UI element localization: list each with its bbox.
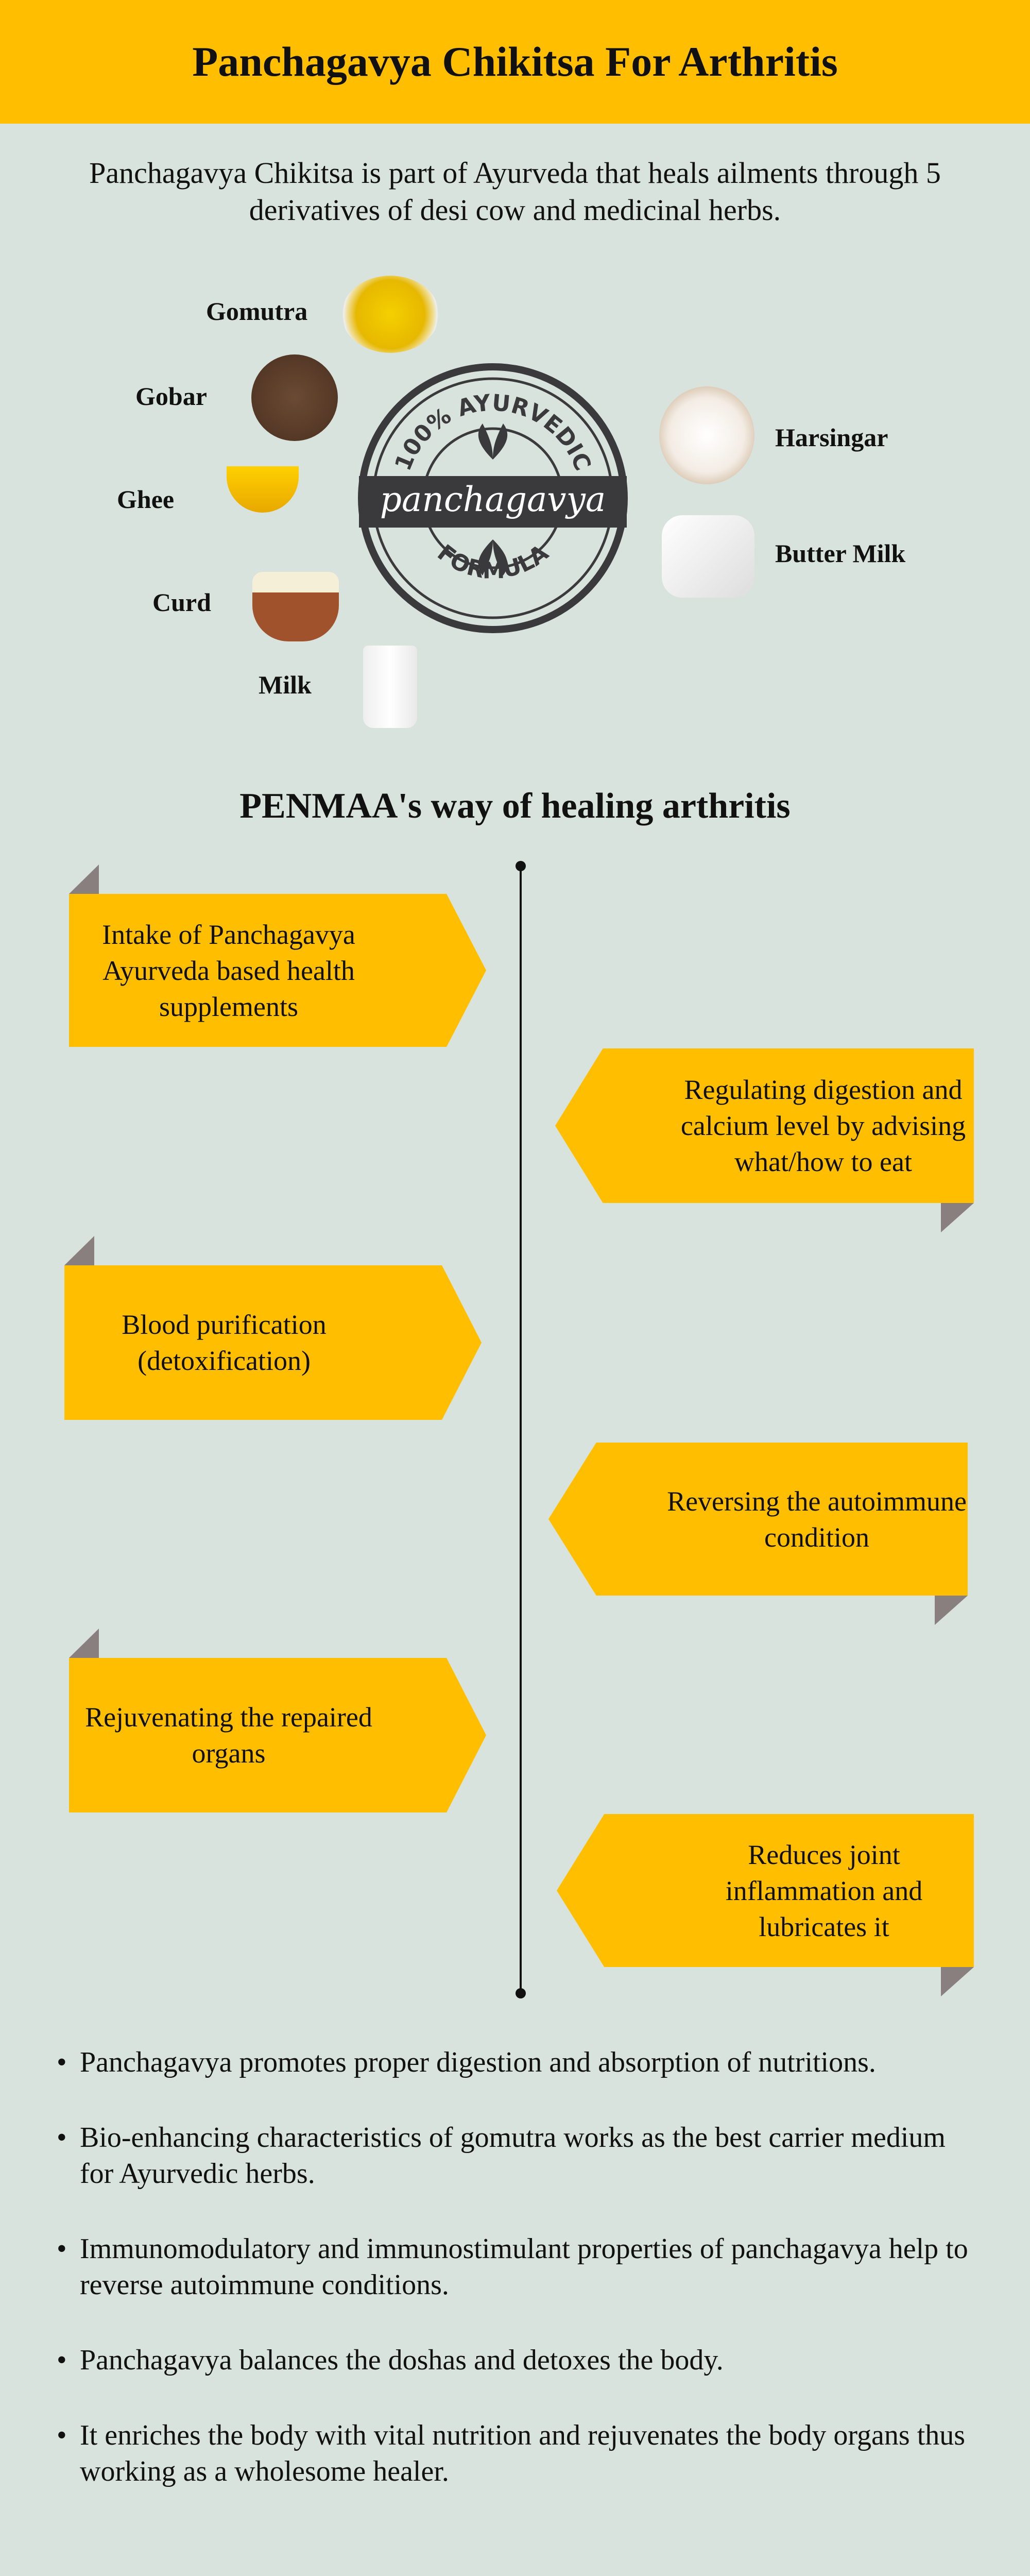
timeline-end-dot bbox=[516, 1988, 526, 1998]
buttermilk-image bbox=[662, 515, 754, 598]
label-harsingar: Harsingar bbox=[775, 423, 888, 452]
label-ghee: Ghee bbox=[117, 485, 175, 514]
ribbon-flap bbox=[69, 1629, 99, 1658]
gobar-image bbox=[251, 354, 338, 441]
svg-text:panchagavya: panchagavya bbox=[380, 480, 606, 519]
title-banner: Panchagavya Chikitsa For Arthritis bbox=[0, 0, 1030, 124]
list-item: It enriches the body with vital nutritio… bbox=[57, 2417, 984, 2489]
label-gomutra: Gomutra bbox=[206, 297, 308, 326]
ribbon-flap bbox=[941, 1967, 974, 1996]
harsingar-image bbox=[659, 386, 754, 484]
label-milk: Milk bbox=[259, 670, 312, 699]
gomutra-image bbox=[341, 276, 439, 353]
step-4: Reversing the autoimmune condition bbox=[548, 1443, 968, 1596]
label-curd: Curd bbox=[152, 588, 211, 617]
step-3: Blood purification (detoxification) bbox=[64, 1265, 482, 1420]
list-item: Panchagavya promotes proper digestion an… bbox=[57, 2044, 984, 2080]
svg-text:FORMULA: FORMULA bbox=[433, 539, 554, 584]
ribbon-flap bbox=[935, 1596, 968, 1625]
label-butter-milk: Butter Milk bbox=[775, 539, 906, 568]
timeline-line bbox=[520, 866, 522, 1993]
ghee-image bbox=[227, 466, 299, 513]
list-item: Immunomodulatory and immunostimulant pro… bbox=[57, 2231, 984, 2303]
curd-image bbox=[252, 572, 339, 641]
label-gobar: Gobar bbox=[135, 382, 207, 411]
ribbon-flap bbox=[941, 1203, 974, 1232]
timeline-start-dot bbox=[516, 861, 526, 871]
benefits-list: Panchagavya promotes proper digestion an… bbox=[57, 2044, 984, 2529]
ribbon-flap bbox=[64, 1236, 94, 1265]
milk-image bbox=[363, 646, 417, 728]
step-2: Regulating digestion and calcium level b… bbox=[555, 1048, 974, 1203]
step-1: Intake of Panchagavya Ayurveda based hea… bbox=[69, 894, 486, 1047]
intro-text: Panchagavya Chikitsa is part of Ayurveda… bbox=[89, 156, 941, 227]
page-title: Panchagavya Chikitsa For Arthritis bbox=[192, 38, 838, 85]
panchagavya-stamp: 100% AYURVEDIC FORMULA panchagavya bbox=[358, 363, 628, 633]
step-5: Rejuvenating the repaired organs bbox=[69, 1658, 486, 1812]
list-item: Panchagavya balances the doshas and deto… bbox=[57, 2342, 984, 2378]
list-item: Bio-enhancing characteristics of gomutra… bbox=[57, 2120, 984, 2192]
section-heading: PENMAA's way of healing arthritis bbox=[239, 786, 791, 826]
step-6: Reduces joint inflammation and lubricate… bbox=[557, 1814, 974, 1967]
ribbon-flap bbox=[69, 865, 99, 894]
